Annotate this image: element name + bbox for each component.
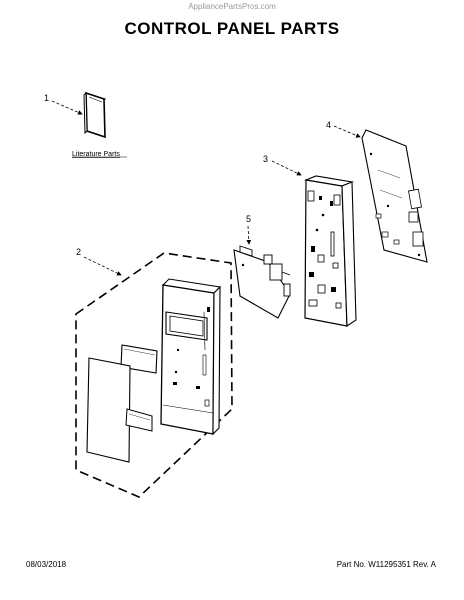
part-4-circuit-board[interactable]: 4: [326, 120, 428, 263]
callout-4-leader: [333, 125, 361, 138]
callout-5-label: 5: [246, 214, 251, 224]
part-3-control-frame[interactable]: 3: [263, 154, 357, 328]
footer-part-number: Part No. W11295351 Rev. A: [336, 560, 436, 569]
callout-5-leader: [246, 225, 252, 245]
callout-1-label: 1: [44, 93, 49, 103]
callout-2-leader: [83, 256, 122, 276]
callout-1-leader: [51, 100, 83, 115]
callout-4-label: 4: [326, 120, 331, 130]
callout-2-label: 2: [76, 247, 81, 257]
callout-3-label: 3: [263, 154, 268, 164]
keypad-membrane: [86, 357, 131, 463]
circuit-board-outline: [361, 129, 428, 263]
literature-parts-label: Literature Parts: [72, 151, 120, 158]
part-5-bracket[interactable]: 5: [233, 214, 291, 319]
callout-3-leader: [271, 160, 302, 176]
keypad-tail-connector: [125, 408, 153, 432]
page-title: CONTROL PANEL PARTS: [124, 19, 340, 38]
footer-date: 08/03/2018: [26, 560, 67, 569]
part-2-control-panel-assembly[interactable]: 2: [75, 247, 233, 498]
part-1-literature[interactable]: 1 Literature Parts: [44, 91, 127, 158]
bracket-body: [233, 249, 291, 319]
watermark: AppliancePartsPros.com: [188, 2, 276, 11]
